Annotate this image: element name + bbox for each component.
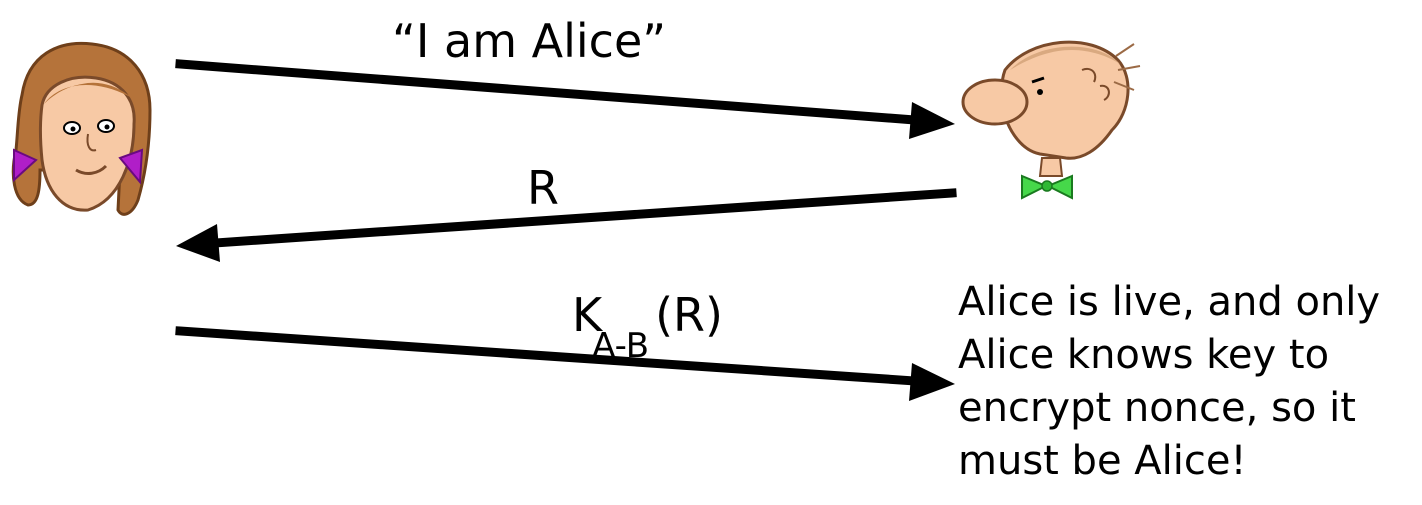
message-encrypted-nonce: KA-B(R) xyxy=(572,292,723,363)
key-symbol: K xyxy=(572,288,603,342)
arrowhead-1 xyxy=(909,102,955,139)
conclusion-note: Alice is live, and only Alice knows key … xyxy=(958,276,1418,488)
arrowhead-2 xyxy=(176,224,220,262)
arrow-alice-to-bob-2 xyxy=(175,326,920,386)
message-i-am-alice: “I am Alice” xyxy=(392,14,667,68)
arrow-alice-to-bob-1 xyxy=(175,59,920,125)
key-argument: (R) xyxy=(655,288,723,342)
arrow-bob-to-alice xyxy=(210,188,957,248)
note-line: Alice knows key to xyxy=(958,332,1330,378)
bob-avatar xyxy=(961,40,1141,200)
note-line: encrypt nonce, so it xyxy=(958,385,1356,431)
arrowhead-3 xyxy=(909,363,955,401)
note-line: Alice is live, and only xyxy=(958,279,1381,325)
note-line: must be Alice! xyxy=(958,438,1247,484)
alice-avatar xyxy=(11,41,152,216)
message-nonce: R xyxy=(527,161,559,215)
key-subscript: A-B xyxy=(592,326,650,366)
